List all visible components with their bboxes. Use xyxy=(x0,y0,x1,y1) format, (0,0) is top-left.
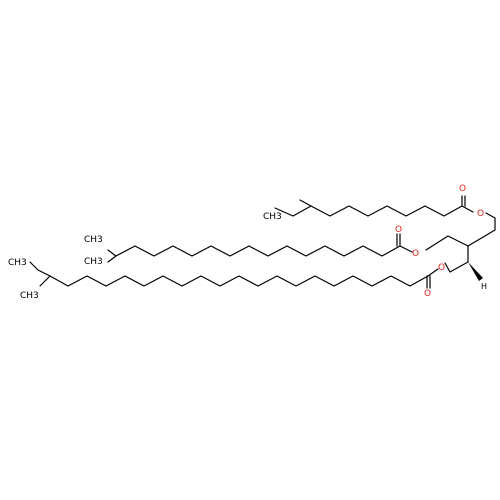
stereo-hydrogen: H xyxy=(481,282,487,291)
ester-oxygen-2: O xyxy=(412,249,419,259)
carbonyl-oxygen-3: O xyxy=(424,289,431,299)
methyl-label-bottom-a: CH3 xyxy=(8,258,27,268)
acyl-chain-top xyxy=(274,195,474,217)
ester-oxygen-1: O xyxy=(477,209,484,219)
acyl-chain-middle xyxy=(107,233,413,263)
glycerol-backbone xyxy=(425,212,496,281)
stereo-wedge xyxy=(468,262,483,281)
ester-oxygen-3: O xyxy=(438,263,445,273)
carbonyl-oxygen-2: O xyxy=(395,225,402,235)
carbonyl-oxygen-1: O xyxy=(459,184,466,194)
methyl-label-bottom-b: CH3 xyxy=(20,291,39,301)
methyl-label-middle-b: CH3 xyxy=(84,257,103,267)
methyl-label-middle-a: CH3 xyxy=(84,235,103,245)
methyl-label-top: CH3 xyxy=(263,212,282,222)
acyl-chain-bottom xyxy=(29,261,439,289)
